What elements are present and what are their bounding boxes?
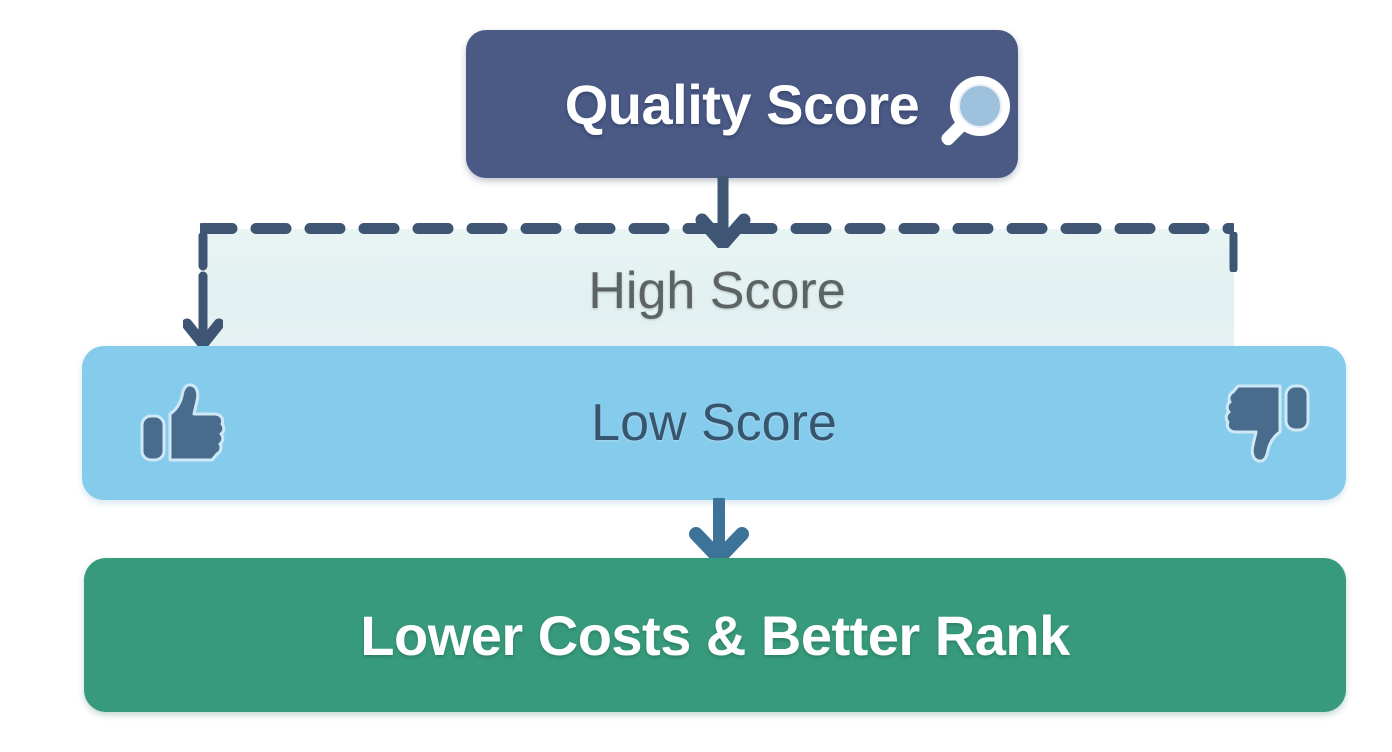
- node-low-score-label: Low Score: [591, 394, 837, 452]
- node-result[interactable]: Lower Costs & Better Rank: [84, 558, 1346, 712]
- node-result-label: Lower Costs & Better Rank: [360, 603, 1070, 667]
- high-score-dashed-right-stub: [1229, 232, 1238, 272]
- high-score-dashed-border: [200, 223, 1234, 234]
- connector-high-branch-left: [183, 232, 223, 350]
- connector-low-to-result: [689, 498, 749, 562]
- node-low-score[interactable]: Low Score: [82, 346, 1346, 500]
- thumbs-up-icon: [140, 383, 226, 462]
- node-quality-score-label: Quality Score: [564, 72, 920, 136]
- node-high-score[interactable]: High Score: [200, 229, 1234, 353]
- node-high-score-label: High Score: [588, 262, 846, 320]
- node-quality-score[interactable]: Quality Score: [466, 30, 1018, 178]
- thumbs-down-icon: [1224, 384, 1310, 463]
